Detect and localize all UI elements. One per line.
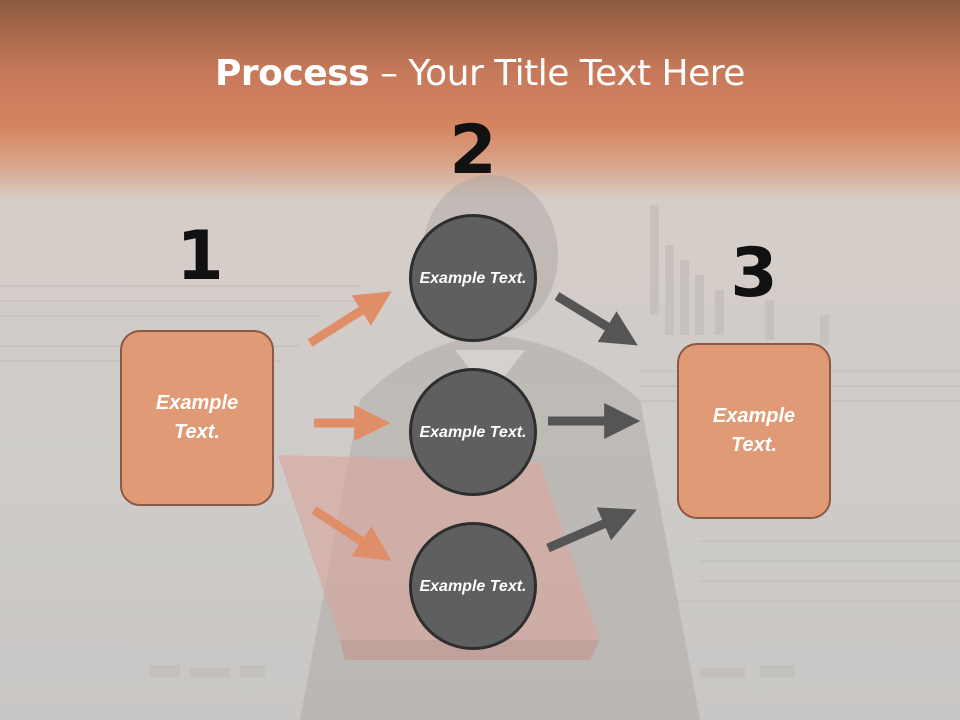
step-number-3: 3 [730,234,778,313]
title-rest: – Your Title Text Here [369,53,745,94]
middle-circle-1-text: Example Text. [419,269,527,287]
middle-circle-1: Example Text. [409,214,537,342]
step-1-box: Example Text. [120,330,274,506]
step-3-text: Example Text. [712,405,796,456]
arrow-top-to-right [554,292,638,346]
step-number-1: 1 [176,217,224,296]
arrow-bottom-to-right [546,507,637,553]
middle-circle-2: Example Text. [409,368,537,496]
arrow-left-to-bottom [311,506,392,561]
step-3-box: Example Text. [677,343,831,519]
middle-circle-2-text: Example Text. [419,423,527,441]
middle-circle-3-text: Example Text. [419,577,527,595]
arrow-left-to-top [307,291,392,347]
title-bold: Process [215,53,370,94]
step-1-text: Example Text. [155,392,239,443]
step-number-2: 2 [449,111,497,190]
slide-title: Process – Your Title Text Here [0,52,960,96]
middle-circle-3: Example Text. [409,522,537,650]
